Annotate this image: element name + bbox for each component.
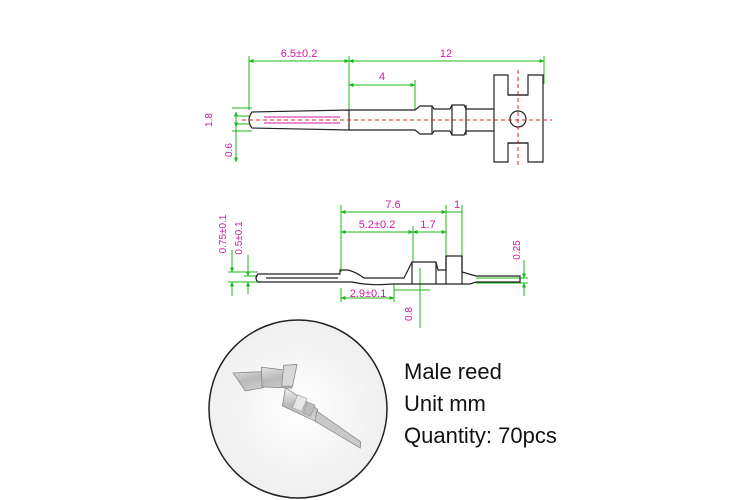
dim-5-2: 5.2±0.2 <box>359 219 396 231</box>
dim-1: 1 <box>454 199 460 211</box>
dim-2-9: 2.9±0.1 <box>350 288 387 300</box>
product-photo <box>208 319 388 499</box>
product-name: Male reed <box>404 359 502 384</box>
product-info: Male reed Unit mm Quantity: 70pcs <box>404 356 557 452</box>
dim-0-75: 0.75±0.1 <box>218 214 229 253</box>
dim-0-8: 0.8 <box>404 307 415 321</box>
top-view: 6.5±0.2 12 4 1.8 0.6 <box>204 48 552 168</box>
dim-width: 1.8 <box>204 113 215 127</box>
dim-1-7: 1.7 <box>420 219 435 231</box>
dim-0-5: 0.5±0.1 <box>234 221 245 255</box>
dim-barrel: 4 <box>379 71 385 83</box>
dim-total-length: 12 <box>440 48 452 60</box>
dim-tip-width: 0.6 <box>224 143 235 157</box>
dim-tip-length: 6.5±0.2 <box>281 48 318 60</box>
side-view: 7.6 1 5.2±0.2 1.7 0.75±0.1 0.5±0.1 0.25 … <box>218 199 528 328</box>
dim-0-25: 0.25 <box>512 240 523 260</box>
unit-label: Unit mm <box>404 391 486 416</box>
quantity-label: Quantity: 70pcs <box>404 423 557 448</box>
dim-7-6: 7.6 <box>385 199 400 211</box>
